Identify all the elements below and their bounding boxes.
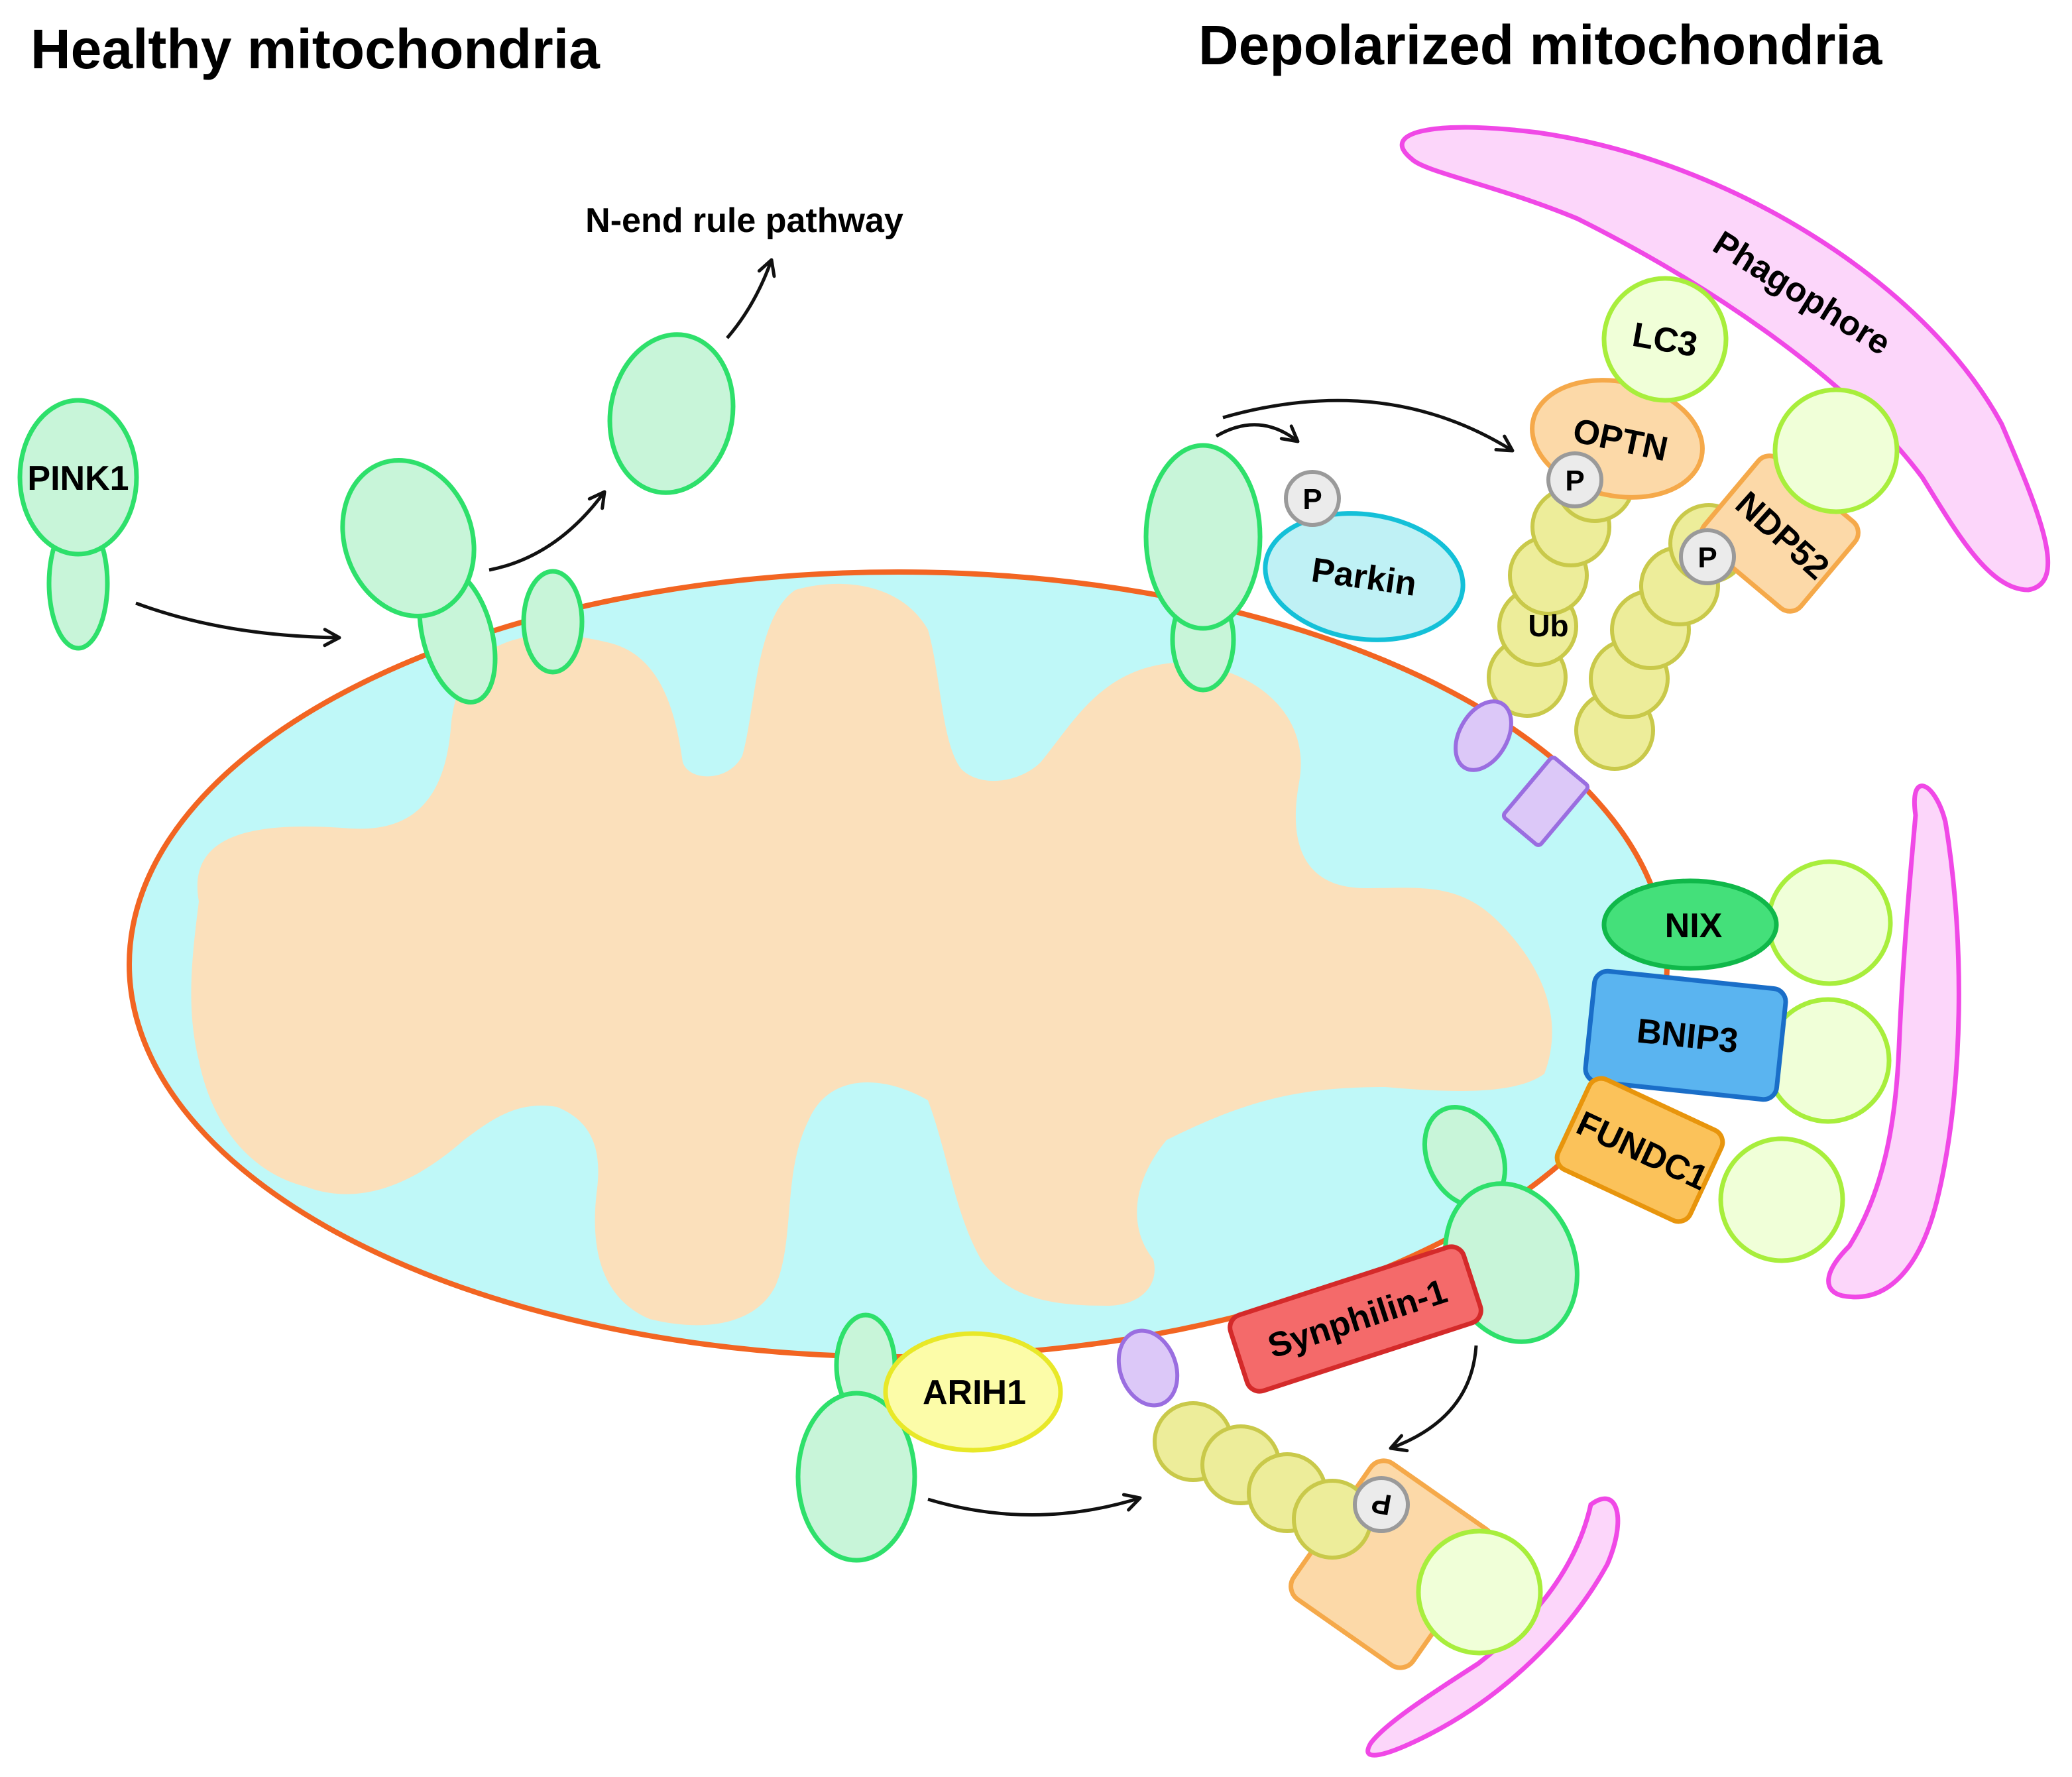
lc3-nix [1766, 859, 1893, 986]
pink1-imported [340, 458, 498, 705]
bottom-phosphate: P [1353, 1476, 1410, 1533]
pink1-free: PINK1 [17, 398, 139, 651]
lc3-bottom [1416, 1528, 1543, 1656]
nix: NIX [1601, 878, 1779, 971]
pink1-stabilized-bottom [795, 1312, 917, 1563]
arrow-pink1-cleavage [489, 490, 606, 572]
mitochondrion [127, 569, 1670, 1359]
fundc1: FUNDC1 [1554, 1076, 1725, 1224]
nix-label: NIX [1665, 907, 1723, 945]
ubiquitin-chain-bottom [1153, 1401, 1373, 1560]
heading-healthy-mitochondria: Healthy mitochondria [30, 18, 600, 80]
ndp52-phosphate-label: P [1698, 542, 1717, 574]
arrow-synphilin-ubiquitination [1389, 1345, 1478, 1453]
lc3: LC3 [1601, 276, 1729, 403]
pink1-cleaved-fragment [521, 569, 585, 675]
optn-phosphate: P [1546, 451, 1603, 508]
mitochondrial-receptor-top-left [1454, 699, 1513, 772]
phagophore-right [1826, 783, 1961, 1300]
arrow-pink1-import [135, 601, 341, 648]
arrow-arih1-ubiquitination [927, 1493, 1142, 1517]
heading-depolarized-mitochondria: Depolarized mitochondria [1198, 14, 1882, 76]
mitochondrial-receptor-top-right [1501, 756, 1590, 847]
parkin: Parkin [1263, 511, 1466, 642]
ndp52-phosphate: P [1679, 528, 1736, 585]
parkin-phosphate: P [1284, 470, 1341, 527]
pink1-label: PINK1 [27, 459, 129, 498]
ubiquitin-label: Ub [1528, 608, 1568, 643]
bnip3: BNIP3 [1583, 968, 1788, 1102]
mitochondrial-receptor-bottom [1116, 1328, 1180, 1408]
pink1-degraded [607, 332, 736, 495]
arih1: ARIH1 [883, 1331, 1063, 1453]
lc3-ndp52 [1772, 387, 1900, 514]
pink1-stabilized-top [1143, 443, 1263, 693]
arrow-n-end-rule [726, 258, 776, 339]
lc3-fundc1 [1718, 1136, 1845, 1263]
optn-phosphate-label: P [1565, 465, 1584, 497]
arrow-parkin-ubiquitination [1222, 398, 1515, 453]
arih1-label: ARIH1 [923, 1373, 1026, 1412]
cristae [191, 583, 1552, 1326]
parkin-phosphate-label: P [1302, 483, 1322, 516]
arrow-parkin-recruitment [1215, 423, 1300, 443]
n-end-rule-pathway-label: N-end rule pathway [585, 201, 903, 240]
